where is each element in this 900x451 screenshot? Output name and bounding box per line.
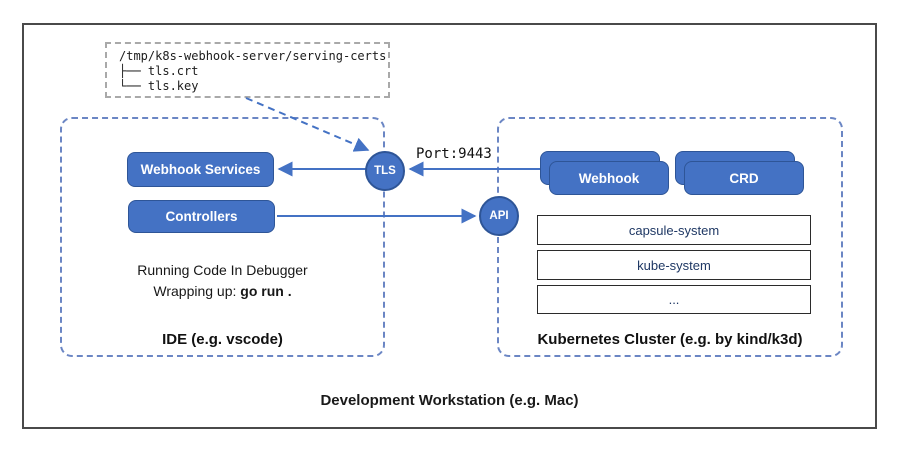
certs-path: /tmp/k8s-webhook-server/serving-certs — [119, 49, 387, 63]
serving-certs-box: /tmp/k8s-webhook-server/serving-certs ├─… — [105, 42, 390, 98]
kubernetes-cluster-title: Kubernetes Cluster (e.g. by kind/k3d) — [537, 331, 803, 348]
crd-card-stack: CRD — [675, 151, 805, 196]
ide-note-line1: Running Code In Debugger — [137, 262, 308, 278]
controllers-label: Controllers — [165, 209, 238, 224]
port-label: Port:9443 — [416, 146, 492, 162]
ide-note: Running Code In Debugger Wrapping up: go… — [62, 260, 383, 302]
tls-node: TLS — [365, 151, 405, 191]
namespace-row-kube-system: kube-system — [537, 250, 811, 280]
controllers-node: Controllers — [128, 200, 275, 233]
ide-title: IDE (e.g. vscode) — [162, 331, 283, 348]
webhook-card-label: Webhook — [578, 170, 640, 186]
namespace-row-more: ... — [537, 285, 811, 314]
ide-note-line2: Wrapping up: go run . — [62, 281, 383, 302]
api-label: API — [489, 210, 509, 222]
ide-note-line2-code: go run . — [240, 283, 292, 299]
webhook-services-label: Webhook Services — [140, 162, 261, 177]
api-node: API — [479, 196, 519, 236]
certs-file-key: └── tls.key — [119, 79, 199, 93]
webhook-card: Webhook — [549, 161, 669, 195]
certs-file-crt: ├── tls.crt — [119, 64, 199, 78]
webhook-card-stack: Webhook — [540, 151, 670, 196]
crd-card-label: CRD — [729, 170, 759, 186]
kubernetes-cluster-box: Webhook CRD capsule-system kube-system .… — [497, 117, 843, 357]
ide-box: Webhook Services Controllers Running Cod… — [60, 117, 385, 357]
ide-note-line2-prefix: Wrapping up: — [153, 283, 241, 299]
tls-label: TLS — [374, 165, 396, 177]
workstation-title: Development Workstation (e.g. Mac) — [320, 392, 579, 409]
crd-card: CRD — [684, 161, 804, 195]
webhook-services-node: Webhook Services — [127, 152, 274, 187]
namespace-row-capsule-system: capsule-system — [537, 215, 811, 245]
workstation-box — [22, 23, 877, 429]
